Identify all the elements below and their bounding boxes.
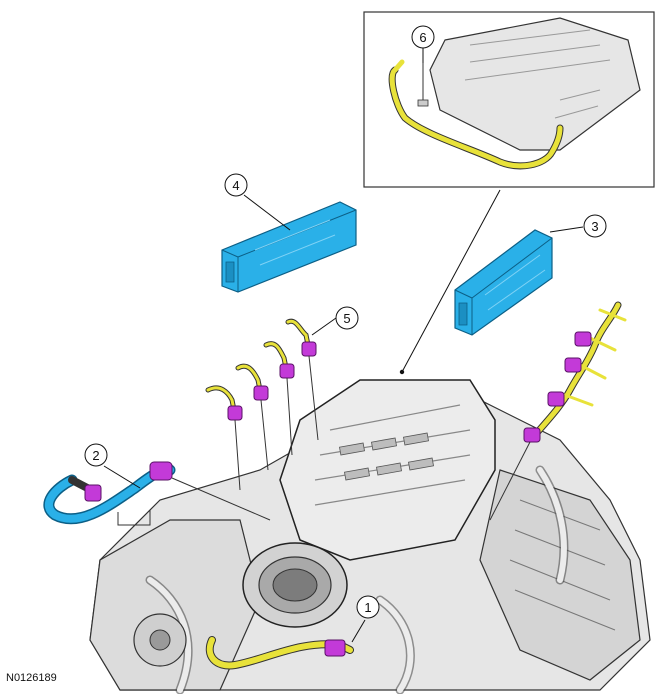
callout-2-label: 2: [92, 448, 99, 463]
engine-assembly: [89, 379, 651, 694]
callout-3: 3: [583, 214, 607, 238]
callout-4-label: 4: [232, 178, 239, 193]
inset-detail-view: [363, 11, 655, 188]
callout-6-label: 6: [419, 30, 426, 45]
coil-connectors-left-bank: [205, 318, 319, 491]
lower-wiring-harness: [205, 636, 354, 670]
callout-3-label: 3: [591, 219, 598, 234]
callout-5: 5: [335, 306, 359, 330]
callout-5-label: 5: [343, 311, 350, 326]
callout-4: 4: [224, 173, 248, 197]
coil-cover-right: [454, 229, 553, 336]
coil-cover-left: [221, 201, 357, 293]
coil-connectors-right-bank: [489, 301, 627, 521]
vacuum-hose-assembly: [43, 461, 271, 526]
callout-6: 6: [411, 25, 435, 49]
callout-1-label: 1: [364, 600, 371, 615]
callout-2: 2: [84, 443, 108, 467]
callout-1: 1: [356, 595, 380, 619]
callout-leaders: [103, 48, 584, 643]
figure-id: N0126189: [6, 672, 57, 684]
